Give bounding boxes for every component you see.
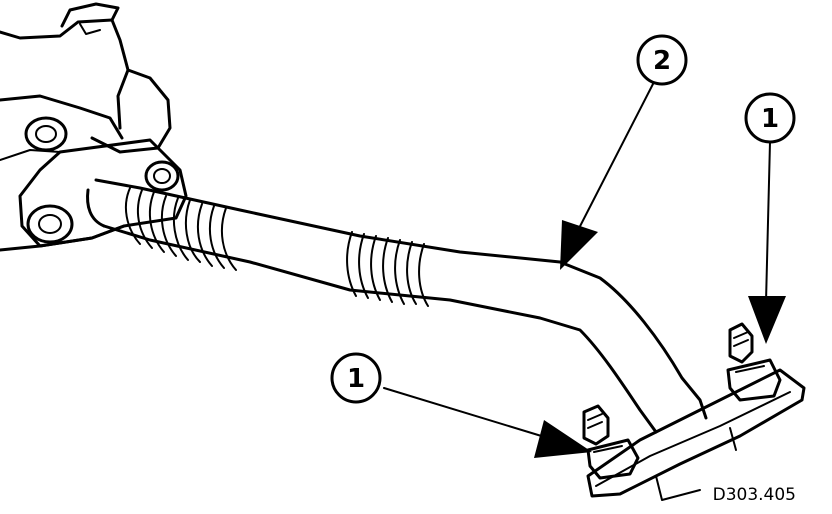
engine-bolt-lower (26, 204, 74, 244)
flange-stud-left (582, 404, 640, 480)
callout-2-label: 2 (653, 46, 671, 76)
egr-pipe (86, 178, 708, 434)
engine-bolt-right (144, 160, 180, 192)
arrow-2-head (560, 220, 598, 270)
callout-1-right-label: 1 (761, 104, 779, 134)
pipe-bellows-left (124, 187, 237, 271)
pipe-bellows-right (346, 231, 429, 307)
flange-stud-right (726, 322, 782, 402)
engine-bolt-upper (24, 116, 68, 152)
callout-1-right: 1 (744, 92, 796, 144)
leader-1-left (383, 387, 592, 458)
engine-housing (0, 2, 188, 252)
callout-1-left: 1 (330, 352, 382, 404)
pipe-mounting-flange (586, 368, 806, 501)
leader-2 (560, 81, 655, 270)
figure-reference: D303.405 (713, 485, 796, 505)
callout-2: 2 (636, 34, 688, 86)
callout-1-left-label: 1 (347, 364, 365, 394)
arrow-1-left-head (534, 420, 592, 458)
arrow-1-right-head (748, 296, 786, 344)
leader-1-right (748, 141, 786, 344)
